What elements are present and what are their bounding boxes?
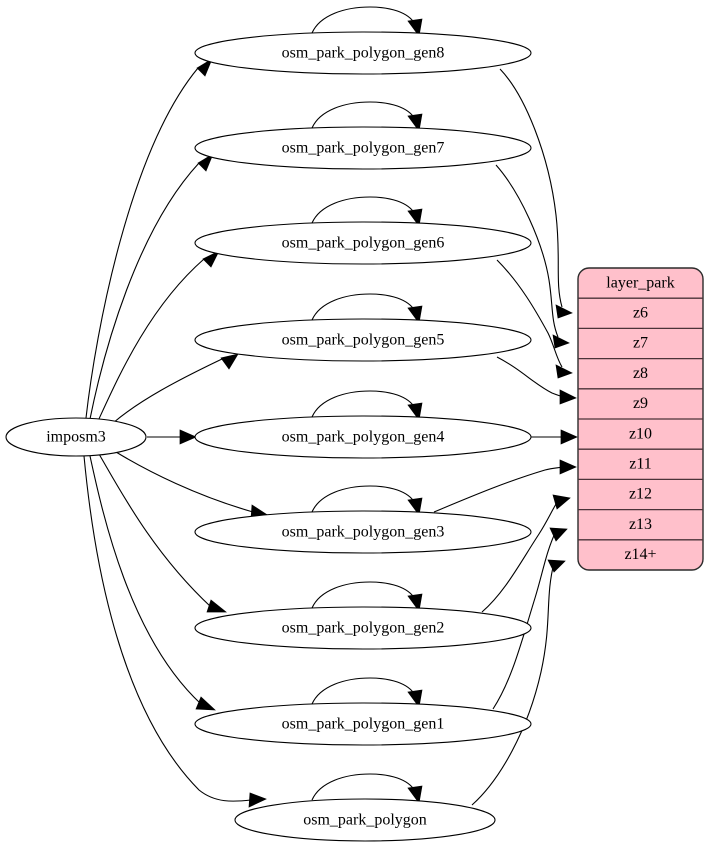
node-gen8-shape[interactable] bbox=[194, 31, 532, 75]
table-row-z9[interactable]: z9 bbox=[633, 395, 648, 412]
self-loop-gen2 bbox=[311, 581, 423, 612]
node-gen7-shape[interactable] bbox=[194, 126, 532, 170]
edge-imposm3-to-gen2 bbox=[98, 453, 227, 613]
node-gen8-label: osm_park_polygon_gen8 bbox=[282, 45, 445, 62]
self-loop-gen1 bbox=[311, 677, 423, 708]
node-gen2[interactable]: osm_park_polygon_gen2 bbox=[194, 606, 532, 650]
self-loop-gen5 bbox=[311, 293, 423, 324]
edge-gen6-to-z8 bbox=[496, 259, 573, 379]
self-loop-group bbox=[311, 6, 423, 804]
node-gen5[interactable]: osm_park_polygon_gen5 bbox=[194, 318, 532, 362]
edge-base-to-z14 bbox=[471, 559, 566, 806]
node-imposm3[interactable]: imposm3 bbox=[5, 417, 147, 457]
edge-gen2-to-z12 bbox=[481, 494, 571, 613]
layer-park-table[interactable]: layer_park z6 z7 z8 z9 z10 z11 z12 z13 z… bbox=[577, 267, 704, 571]
node-gen1-label: osm_park_polygon_gen1 bbox=[282, 716, 445, 733]
node-base[interactable]: osm_park_polygon bbox=[234, 798, 496, 842]
edges-to-table-group bbox=[433, 68, 578, 806]
edge-imposm3-to-gen5 bbox=[112, 353, 239, 424]
node-gen1-shape[interactable] bbox=[194, 702, 532, 746]
edge-imposm3-to-gen7 bbox=[89, 153, 214, 420]
edge-imposm3-to-gen8 bbox=[85, 58, 213, 419]
self-loop-gen3 bbox=[311, 485, 423, 516]
table-row-z7[interactable]: z7 bbox=[633, 335, 648, 352]
node-gen4-label: osm_park_polygon_gen4 bbox=[282, 429, 445, 446]
self-loop-gen7 bbox=[311, 101, 423, 132]
self-loop-gen4 bbox=[311, 390, 423, 421]
self-loop-gen8 bbox=[311, 6, 423, 37]
node-gen3-shape[interactable] bbox=[194, 510, 532, 554]
node-gen6-shape[interactable] bbox=[194, 221, 532, 265]
node-gen7[interactable]: osm_park_polygon_gen7 bbox=[194, 126, 532, 170]
edge-gen1-to-z13 bbox=[492, 527, 568, 710]
node-gen7-label: osm_park_polygon_gen7 bbox=[282, 140, 445, 157]
node-imposm3-shape[interactable] bbox=[5, 417, 147, 457]
edge-gen4-to-z10 bbox=[531, 429, 578, 445]
node-gen6-label: osm_park_polygon_gen6 bbox=[282, 235, 445, 252]
node-gen4-shape[interactable] bbox=[194, 415, 532, 459]
edge-imposm3-to-gen1 bbox=[89, 455, 216, 711]
node-gen4[interactable]: osm_park_polygon_gen4 bbox=[194, 415, 532, 459]
table-row-z8[interactable]: z8 bbox=[633, 365, 648, 382]
self-loop-gen6 bbox=[311, 196, 423, 227]
node-imposm3-label: imposm3 bbox=[46, 429, 106, 446]
node-gen5-shape[interactable] bbox=[194, 318, 532, 362]
edge-imposm3-to-gen3 bbox=[115, 451, 270, 520]
edge-imposm3-to-gen4 bbox=[147, 429, 197, 445]
node-base-shape[interactable] bbox=[234, 798, 496, 842]
node-gen1[interactable]: osm_park_polygon_gen1 bbox=[194, 702, 532, 746]
edge-gen7-to-z7 bbox=[495, 164, 570, 349]
table-row-z13[interactable]: z13 bbox=[629, 516, 652, 533]
node-gen3[interactable]: osm_park_polygon_gen3 bbox=[194, 510, 532, 554]
self-loop-base bbox=[311, 773, 423, 804]
node-base-label: osm_park_polygon bbox=[303, 812, 427, 829]
node-gen3-label: osm_park_polygon_gen3 bbox=[282, 524, 445, 541]
table-row-z14-plus[interactable]: z14+ bbox=[624, 546, 656, 563]
table-row-z12[interactable]: z12 bbox=[629, 486, 652, 503]
node-gen8[interactable]: osm_park_polygon_gen8 bbox=[194, 31, 532, 75]
edges-from-source-group bbox=[83, 58, 270, 808]
node-gen2-shape[interactable] bbox=[194, 606, 532, 650]
node-gen5-label: osm_park_polygon_gen5 bbox=[282, 332, 445, 349]
edge-imposm3-to-gen6 bbox=[97, 250, 220, 422]
edge-gen5-to-z9 bbox=[496, 356, 577, 405]
table-row-z10[interactable]: z10 bbox=[629, 425, 652, 442]
edge-gen3-to-z11 bbox=[433, 459, 577, 513]
edge-imposm3-to-base bbox=[83, 455, 267, 808]
node-gen2-label: osm_park_polygon_gen2 bbox=[282, 620, 445, 637]
table-header-layer-park: layer_park bbox=[606, 275, 674, 292]
table-row-z6[interactable]: z6 bbox=[633, 304, 648, 321]
node-gen6[interactable]: osm_park_polygon_gen6 bbox=[194, 221, 532, 265]
table-row-z11[interactable]: z11 bbox=[629, 455, 652, 472]
edge-gen8-to-z6 bbox=[499, 68, 573, 319]
